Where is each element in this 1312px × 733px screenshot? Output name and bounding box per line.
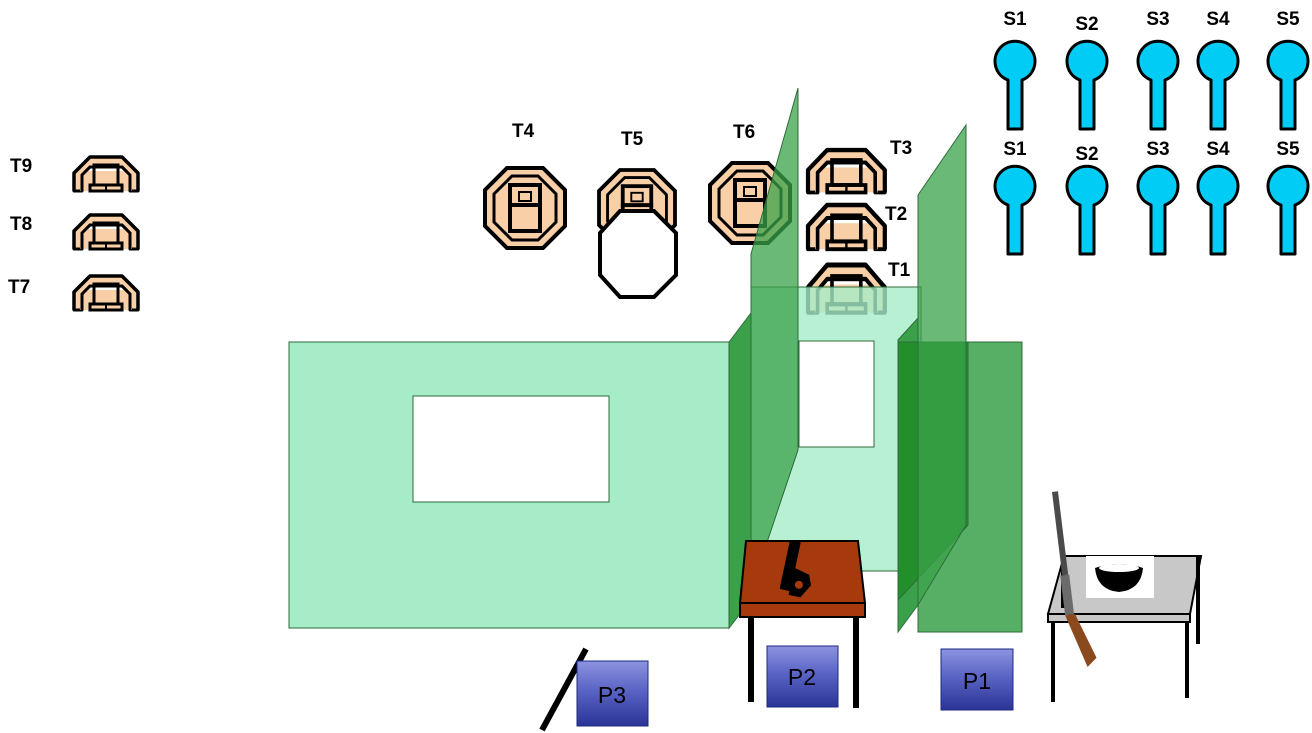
steel-row-top: S1 S2 S3 S4 S5: [993, 9, 1310, 131]
position-p3: P3: [539, 647, 649, 732]
steel-s4-bottom: S4: [1196, 139, 1240, 256]
steel-label: S4: [1206, 9, 1230, 30]
target-label-t6: T6: [733, 122, 755, 143]
steel-row-bottom: S1 S2 S3 S4 S5: [993, 139, 1310, 256]
steel-s5-bottom: S5: [1266, 139, 1310, 256]
target-label-t1: T1: [888, 260, 911, 281]
shotgun-icon: [1052, 491, 1097, 667]
steel-s1-bottom: S1: [993, 139, 1037, 256]
steel-s1-top: S1: [993, 9, 1037, 131]
target-label-t8: T8: [10, 214, 32, 235]
steel-label: S2: [1075, 144, 1098, 165]
target-t7: T7: [8, 274, 140, 312]
steel-s2-top: S2: [1065, 14, 1109, 131]
partition-center: [750, 87, 799, 591]
target-t9: T9: [10, 155, 140, 193]
steel-s4-top: S4: [1196, 9, 1240, 131]
steel-label: S5: [1276, 9, 1300, 30]
target-t8: T8: [10, 213, 140, 251]
target-t4: T4: [483, 121, 567, 250]
target-t3: T3: [808, 138, 912, 193]
target-t6: T6: [708, 122, 792, 245]
target-label-t4: T4: [512, 121, 535, 142]
position-label-p2: P2: [788, 664, 816, 690]
steel-label: S3: [1146, 139, 1169, 160]
steel-label: S5: [1276, 139, 1300, 160]
target-t5: T5: [597, 129, 677, 248]
target-label-t3: T3: [890, 138, 912, 159]
steel-label: S1: [1003, 139, 1027, 160]
steel-s3-top: S3: [1136, 9, 1180, 131]
steel-label: S1: [1003, 9, 1027, 30]
steel-s3-bottom: S3: [1136, 139, 1180, 256]
target-t2: T2: [808, 204, 907, 249]
left-wall-window: [412, 395, 610, 503]
position-p1: P1: [940, 648, 1014, 711]
no-shoot-octagon: [598, 209, 678, 299]
target-t1: T1: [808, 260, 911, 313]
steel-label: S3: [1146, 9, 1169, 30]
target-label-t9: T9: [10, 156, 32, 177]
side-table: [1046, 555, 1203, 702]
pistol-icon: [779, 540, 812, 598]
steel-label: S2: [1075, 14, 1098, 35]
target-label-t2: T2: [885, 204, 907, 225]
steel-label: S4: [1206, 139, 1230, 160]
position-label-p1: P1: [963, 668, 991, 694]
target-label-t7: T7: [8, 277, 30, 298]
steel-s5-top: S5: [1266, 9, 1310, 131]
left-wall: [288, 311, 752, 630]
back-wall-window: [798, 340, 875, 448]
target-label-t5: T5: [621, 129, 644, 150]
steel-s2-bottom: S2: [1065, 144, 1109, 256]
position-label-p3: P3: [598, 682, 626, 708]
partition-right: [917, 123, 967, 607]
position-p2: P2: [766, 645, 839, 708]
